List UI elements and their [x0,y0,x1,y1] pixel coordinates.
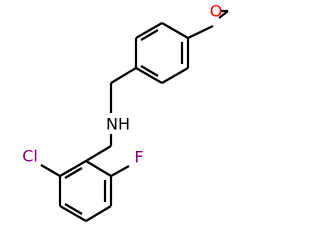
ring1-double-c [140,29,159,41]
ring1-double-b [140,65,159,77]
methoxyphenyl-ring [134,22,190,84]
benzyl-ch2-bond-lower [85,145,112,162]
fluorine-atom-label: F [134,148,143,167]
benzyl-ch2-bond-upper [110,67,137,84]
ring2-double-c [64,167,83,179]
ring1-bond-c [135,67,163,84]
molecule-structure-diagram: O NH Cl F [22,2,229,222]
chlorofluorophenyl-ring [58,160,113,222]
chlorine-bond [40,164,61,177]
nitrogen-atom-label: NH [106,115,130,134]
ring2-bond-f [59,160,87,177]
ring2-bond-c [85,205,112,222]
ring2-bond-d [59,205,87,222]
ring1-bond-f [161,22,189,39]
oxygen-atom-label: O [210,2,223,21]
chlorine-atom-label: Cl [22,147,38,166]
ring2-bond-a [85,160,112,177]
methyl-bond [218,10,229,19]
fluorine-bond [110,165,130,177]
ring1-bond-b [161,67,189,84]
oxygen-aryl-bond [187,25,214,39]
ring2-double-b [64,203,83,215]
ring1-bond-e [135,22,163,39]
